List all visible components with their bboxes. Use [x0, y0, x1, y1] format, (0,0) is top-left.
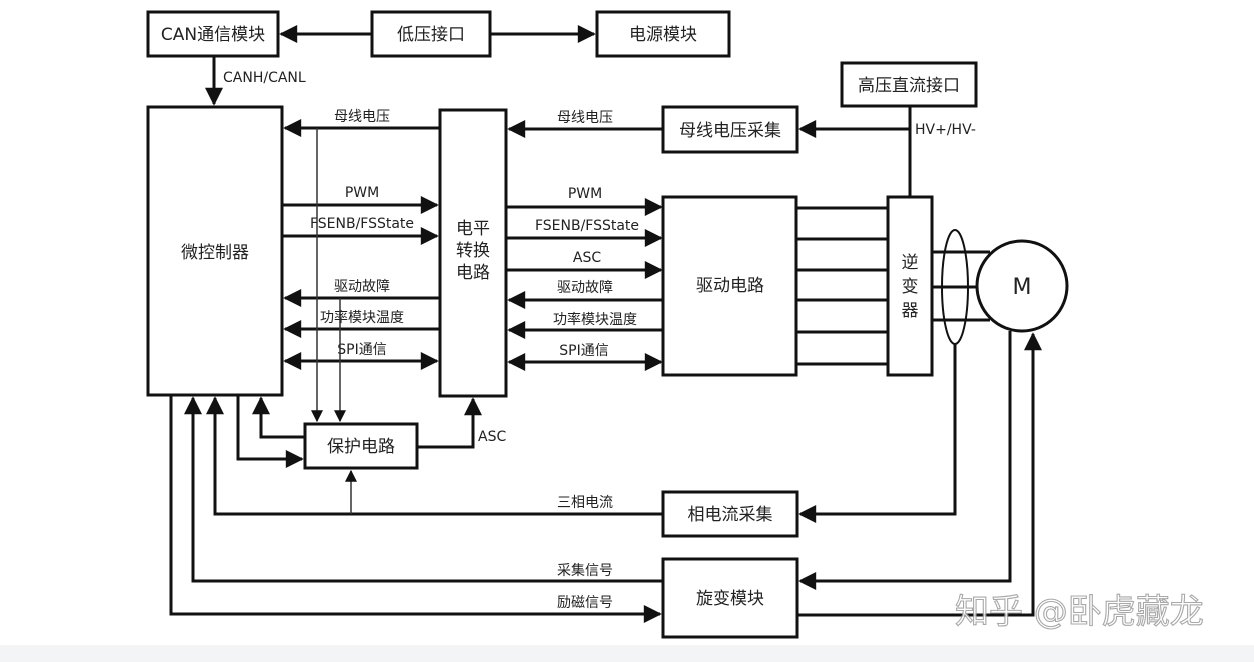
phase-current-sampling-label: 相电流采集 [688, 505, 773, 525]
arrow-motor-to-resolver [798, 331, 1012, 590]
motor-label: M [1013, 275, 1032, 300]
label-protection-asc: ASC [478, 429, 506, 445]
bottom-bar [0, 645, 1254, 662]
label-module-temp-right: 功率模块温度 [553, 311, 637, 328]
driver-circuit-block: 驱动电路 [661, 195, 798, 377]
level-shift-label-3: 电路 [456, 263, 490, 283]
label-sample-signal: 采集信号 [557, 562, 613, 579]
arrow-sample-signal [184, 396, 663, 583]
label-pwm-left: PWM [345, 185, 379, 201]
three-phase-lines [932, 250, 990, 322]
label-bus-voltage-right: 母线电压 [557, 110, 613, 126]
hv-dc-interface-label: 高压直流接口 [858, 76, 960, 96]
label-pwm-right: PWM [568, 186, 602, 202]
label-bus-voltage-left: 母线电压 [334, 109, 390, 125]
label-spi-left: SPI通信 [337, 342, 386, 358]
arrow-resolver-excitation-to-motor [797, 332, 1042, 617]
level-shift-label-1: 电平 [456, 219, 490, 239]
bus-voltage-sampling-label: 母线电压采集 [679, 121, 781, 141]
level-shift-label-2: 转换 [456, 241, 490, 261]
microcontroller-block: 微控制器 [146, 105, 284, 397]
label-three-phase-current: 三相电流 [557, 495, 613, 511]
gate-drive-lines [796, 206, 888, 366]
phase-current-sampling-block: 相电流采集 [661, 490, 799, 538]
label-spi-right: SPI通信 [559, 343, 608, 359]
hv-label: HV+/HV- [915, 122, 976, 138]
inverter-block: 逆 变 器 [886, 195, 934, 377]
inverter-label-2: 变 [902, 277, 919, 297]
resolver-module-block: 旋变模块 [661, 557, 799, 639]
low-voltage-interface-block: 低压接口 [370, 10, 492, 58]
driver-circuit-label: 驱动电路 [696, 276, 764, 296]
arrow-mcu-to-protection [236, 395, 304, 468]
label-fsenb-left: FSENB/FSState [310, 216, 414, 232]
arrow-protection-to-mcu [252, 396, 305, 439]
motor: M [975, 239, 1069, 333]
protection-circuit-label: 保护电路 [327, 437, 395, 457]
label-module-temp-left: 功率模块温度 [320, 309, 404, 326]
bus-voltage-sampling-block: 母线电压采集 [661, 105, 799, 154]
arrow-protection-asc [417, 397, 482, 449]
can-module-label: CAN通信模块 [161, 25, 265, 45]
can-module-block: CAN通信模块 [146, 10, 280, 58]
arrow-sensor-to-phase-sampling [798, 344, 957, 523]
watermark: 知乎 @卧虎藏龙 [955, 592, 1204, 632]
protection-circuit-block: 保护电路 [303, 422, 419, 470]
hv-dc-interface-block: 高压直流接口 [840, 61, 978, 108]
canh-canl-label: CANH/CANL [223, 70, 306, 86]
resolver-module-label: 旋变模块 [696, 589, 764, 609]
level-shift-block: 电平 转换 电路 [438, 108, 508, 398]
power-module-block: 电源模块 [595, 10, 731, 58]
label-excitation-signal: 励磁信号 [557, 595, 613, 611]
inverter-label-3: 器 [902, 301, 919, 321]
microcontroller-label: 微控制器 [181, 243, 249, 263]
inverter-label-1: 逆 [902, 253, 919, 273]
label-asc-right: ASC [573, 250, 601, 266]
low-voltage-interface-label: 低压接口 [397, 25, 465, 45]
label-fsenb-right: FSENB/FSState [535, 218, 639, 234]
label-drive-fault-right: 驱动故障 [557, 280, 613, 296]
label-drive-fault-left: 驱动故障 [334, 279, 390, 295]
power-module-label: 电源模块 [629, 25, 697, 45]
arrow-excitation-signal [169, 395, 662, 623]
arrow-three-phase-current [206, 396, 663, 516]
